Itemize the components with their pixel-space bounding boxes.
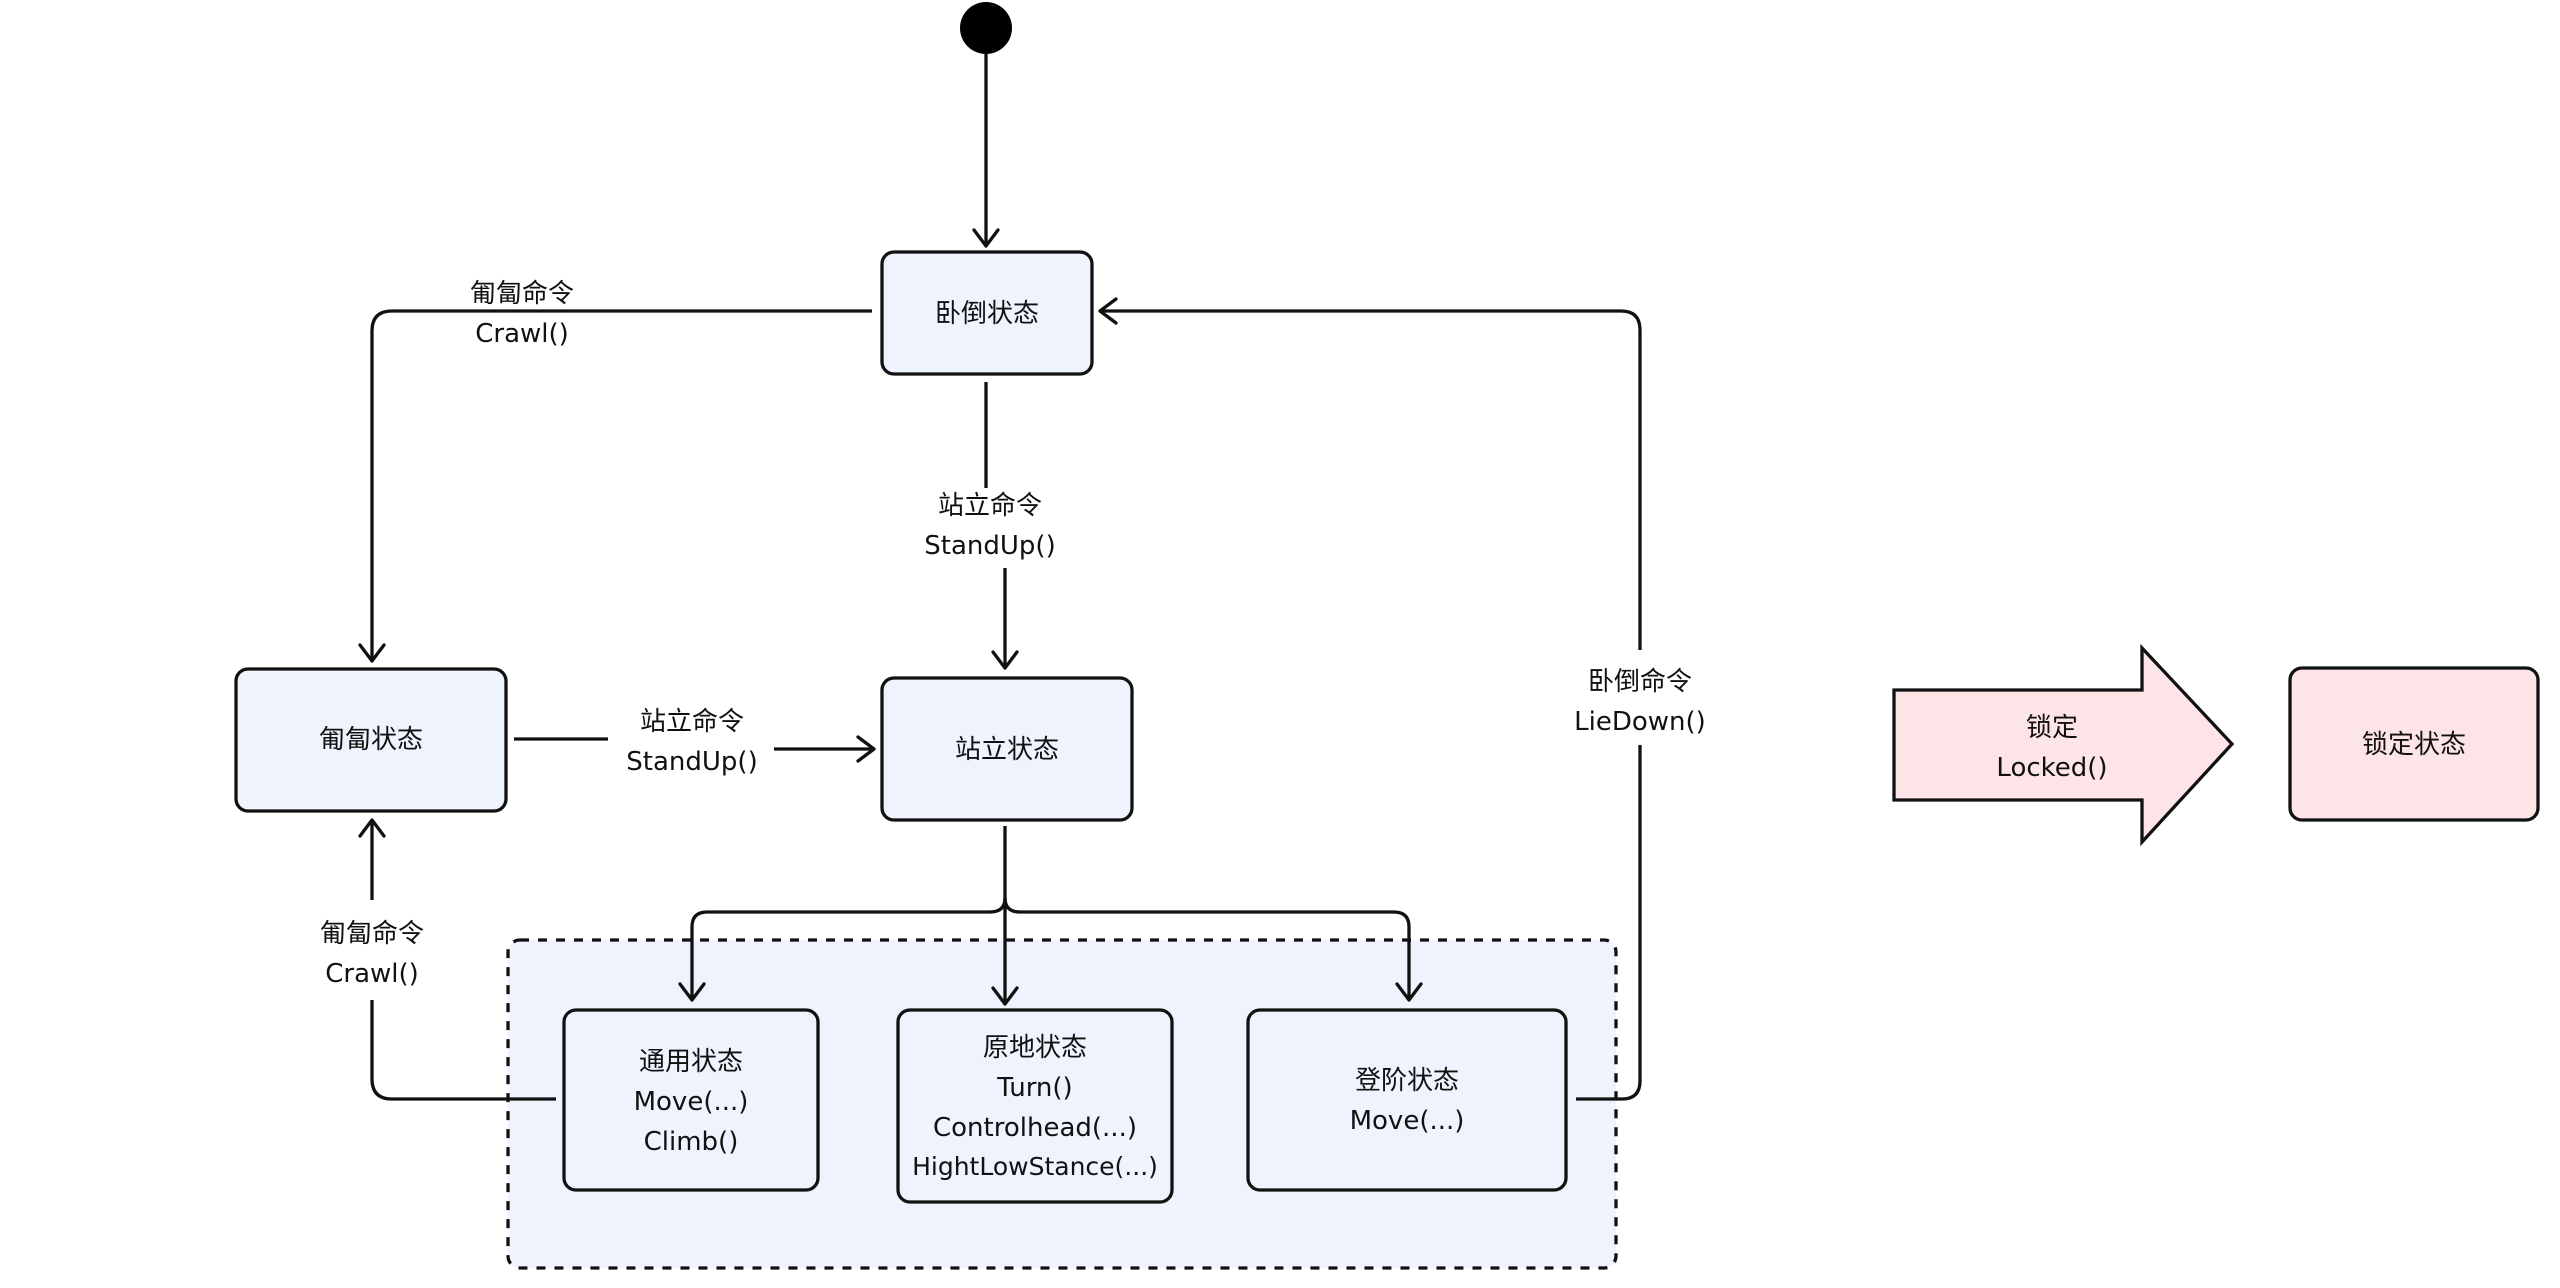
state-general [562, 1008, 820, 1192]
state-in-place-line4: HightLowStance(...) [912, 1152, 1158, 1181]
state-lie-down [880, 250, 1094, 376]
edge-lie-to-crawl-line1: 匍匐命令 [470, 279, 574, 309]
state-general-line1: 通用状态 [639, 1047, 743, 1077]
state-general-line2: Move(...) [634, 1087, 749, 1117]
edge-lie-to-stand-line1: 站立命令 [938, 491, 1042, 521]
arrowhead-initial [972, 228, 1000, 248]
edge-group-to-lie-line2: LieDown() [1574, 707, 1706, 737]
state-in-place-line2: Turn() [996, 1073, 1072, 1103]
edge-stand-to-step [1003, 897, 1411, 1000]
edge-group-to-lie-line1: 卧倒命令 [1588, 667, 1692, 697]
edge-stand-to-general [690, 897, 1007, 1000]
edge-group-to-lie-down [1576, 745, 1642, 1101]
state-in-place [896, 1008, 1174, 1204]
edge-crawl-to-stand-line2: StandUp() [626, 747, 757, 777]
arrowhead-lie-down-right [1098, 297, 1118, 325]
edge-crawl-to-stand-line1: 站立命令 [640, 707, 744, 737]
state-step-line2: Move(...) [1350, 1106, 1465, 1136]
state-stand-label: 站立状态 [955, 735, 1059, 765]
edge-group-to-crawl-line2: Crawl() [325, 959, 419, 989]
state-locked [2288, 666, 2540, 822]
arrowhead-general [678, 982, 706, 1002]
arrowhead-step [1395, 982, 1423, 1002]
state-crawl [234, 667, 508, 813]
state-lie-down-label: 卧倒状态 [935, 299, 1039, 329]
state-in-place-line1: 原地状态 [983, 1033, 1087, 1063]
state-in-place-line3: Controlhead(...) [933, 1113, 1137, 1143]
edge-lie-to-crawl-line2: Crawl() [475, 319, 569, 349]
state-crawl-label: 匍匐状态 [319, 725, 423, 755]
lock-arrow-line2: Locked() [1996, 753, 2107, 783]
edge-group-to-crawl-line1: 匍匐命令 [320, 919, 424, 949]
state-step-line1: 登阶状态 [1355, 1066, 1459, 1096]
state-step [1246, 1008, 1568, 1192]
arrowhead-crawl [358, 643, 386, 663]
state-stand [880, 676, 1134, 822]
arrowhead-crawl-bottom [358, 818, 386, 838]
edge-group-to-lie-down-upper [1100, 309, 1642, 650]
initial-state-dot [960, 2, 1012, 54]
edge-group-to-crawl [370, 1000, 556, 1101]
arrowhead-stand-left [856, 735, 876, 763]
edge-lie-down-to-crawl [370, 309, 872, 661]
state-general-line3: Climb() [644, 1127, 739, 1157]
arrowhead-stand-top [991, 650, 1019, 670]
arrowhead-in-place [991, 986, 1019, 1006]
state-locked-label: 锁定状态 [2362, 730, 2466, 760]
lock-transition-arrow [1892, 643, 2235, 847]
edge-lie-to-stand-line2: StandUp() [924, 531, 1055, 561]
lock-arrow-line1: 锁定 [2026, 713, 2078, 743]
